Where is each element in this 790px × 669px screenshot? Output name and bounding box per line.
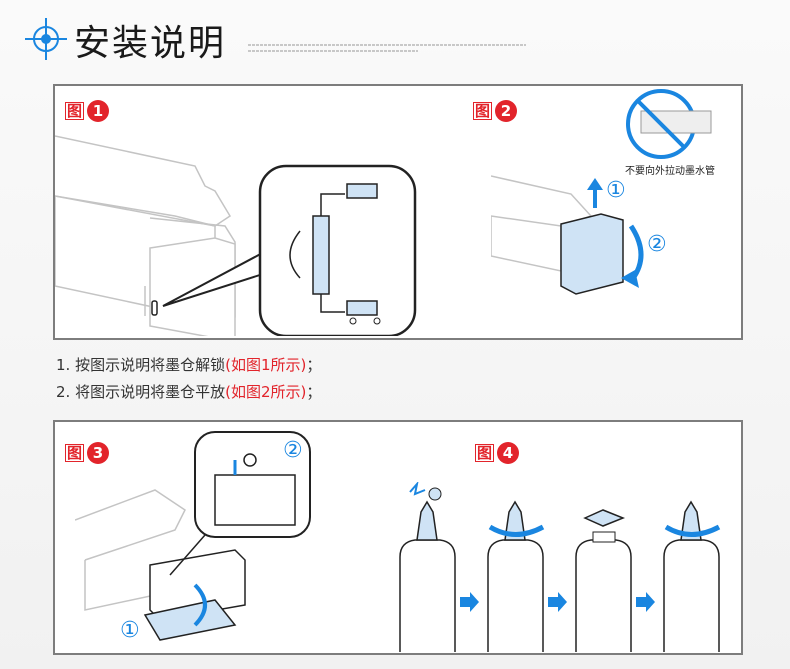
decorative-subtitle-lines	[248, 44, 526, 52]
figure-char: 图	[473, 102, 493, 120]
figure-4-label: 图 4	[475, 442, 520, 464]
crosshair-icon	[25, 18, 67, 60]
figure-number: 2	[495, 100, 518, 122]
callout-1: ①	[120, 618, 140, 643]
callout-1: ①	[606, 178, 626, 203]
callout-2: ②	[647, 232, 667, 257]
header: 安装说明	[0, 0, 790, 80]
figure-char: 图	[475, 444, 495, 462]
step-1: 1. 按图示说明将墨仓解锁(如图1所示)；	[56, 356, 322, 374]
step-2: 2. 将图示说明将墨仓平放(如图2所示)；	[56, 383, 322, 401]
printer-tank-flat-illustration	[491, 89, 712, 295]
ink-bottle-steps-illustration	[399, 482, 721, 652]
figure-number: 4	[497, 442, 520, 464]
warning-note: 不要向外拉动墨水管	[625, 166, 715, 177]
figure-panel-top: 图 1 图 2 ①	[53, 84, 743, 340]
figure-1-label: 图 1	[65, 100, 110, 122]
figure-char: 图	[65, 444, 85, 462]
figure-number: 3	[87, 442, 110, 464]
printer-unlock-illustration	[55, 135, 417, 336]
open-cap-illustration	[75, 431, 311, 641]
figure-3-label: 图 3	[65, 442, 110, 464]
figure-panel-bottom: 图 3 ② ① 图 4	[53, 420, 743, 655]
figure-number: 1	[87, 100, 110, 122]
instruction-steps: 1. 按图示说明将墨仓解锁(如图1所示)； 2. 将图示说明将墨仓平放(如图2所…	[56, 352, 321, 406]
figure-char: 图	[65, 102, 85, 120]
callout-2: ②	[283, 438, 303, 463]
page-title: 安装说明	[74, 23, 227, 64]
figure-2-label: 图 2	[473, 100, 518, 122]
